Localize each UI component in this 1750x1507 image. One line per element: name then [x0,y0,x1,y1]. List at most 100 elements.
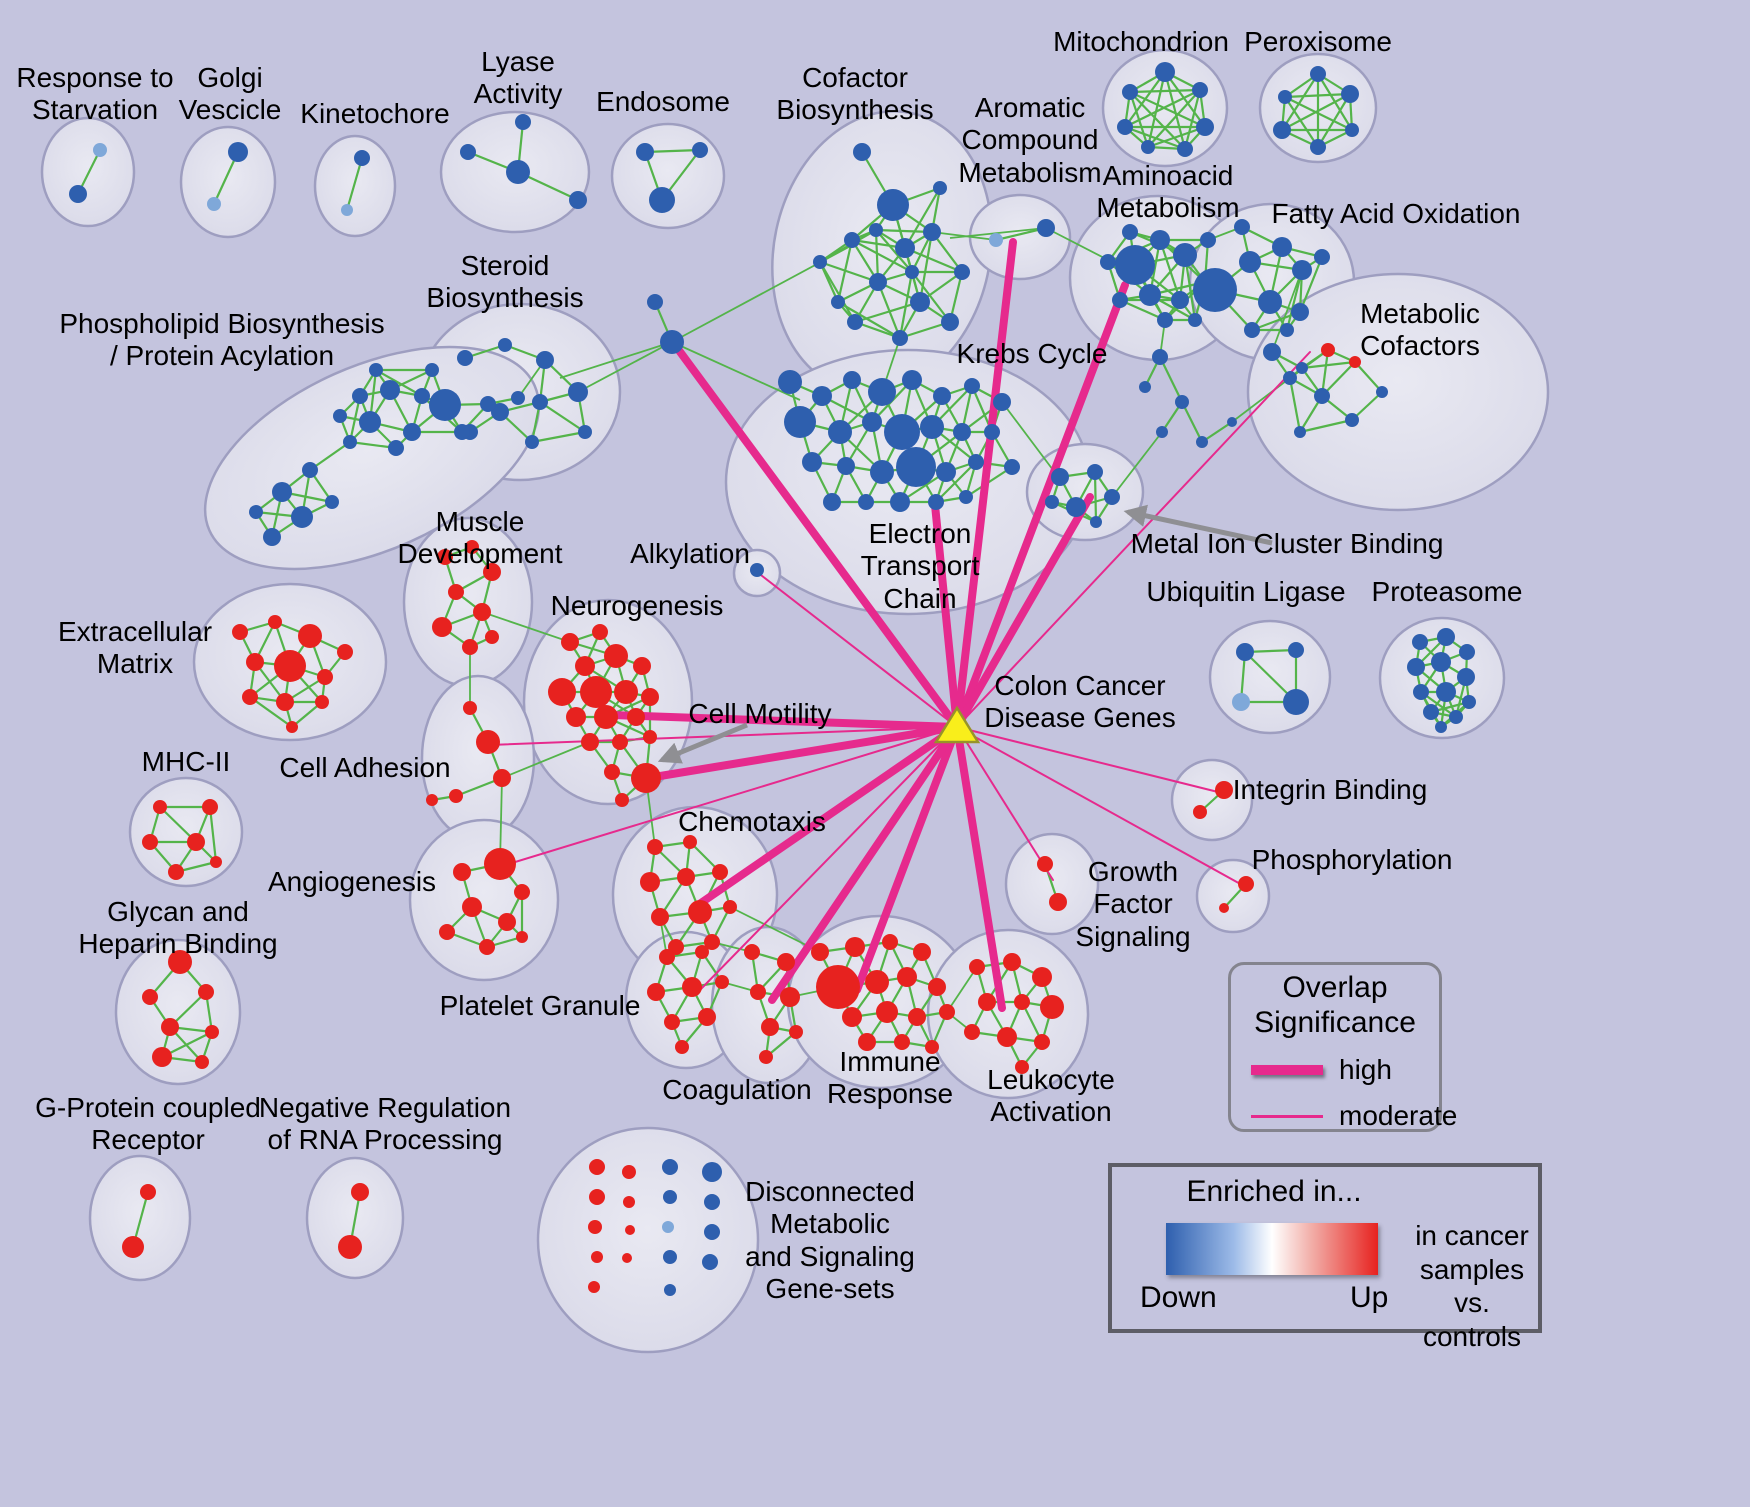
label-immune-response: Immune Response [826,1046,954,1110]
node-angiogenesis [498,913,516,931]
node-leukocyte-activation [1014,994,1030,1010]
label-neurogenesis: Neurogenesis [550,590,724,621]
label-platelet-granule: Platelet Granule [439,990,641,1021]
node-immune-response [876,1001,898,1023]
overlap-edge-high [768,723,961,1004]
node-coagulation [744,944,760,960]
node-extracellular-matrix [337,644,353,660]
node-krebs-electron-transport-chain [920,415,944,439]
node-phospholipid-protein-acylation [429,389,461,421]
node-immune-response [928,978,946,996]
node-angiogenesis [484,848,516,880]
label-integrin-binding: Integrin Binding [1232,774,1428,805]
node-chemotaxis [651,908,669,926]
edge-mitochondrion [1129,88,1201,94]
edge-krebs-electron-transport-chain [935,461,977,503]
legend-overlap-title: Overlap Significance [1254,971,1416,1039]
node-phospholipid-protein-acylation [352,388,368,404]
node-disconnected-gene-sets [591,1251,603,1263]
node-angiogenesis [479,939,495,955]
edge-peroxisome [1317,93,1351,148]
node-steroid-biosynthesis [536,351,554,369]
node-fatty-acid-oxidation [1280,323,1294,337]
node-krebs-electron-transport-chain [968,454,984,470]
legend-row-high: high [1251,1054,1439,1086]
node-aminoacid-metabolism [1150,230,1170,250]
node-bridge-nodes [647,294,663,310]
inter-cluster-edge [577,341,673,393]
node-muscle-development [473,603,491,621]
edge-steroid-biosynthesis [531,430,586,444]
edge-extracellular-matrix [249,696,293,728]
overlap-edge-high [953,238,1017,731]
node-mhc-ii [210,856,222,868]
label-peroxisome: Peroxisome [1244,26,1392,57]
node-immune-response [842,1007,862,1027]
node-muscle-development [483,563,501,581]
node-neurogenesis [615,793,629,807]
node-coagulation [761,1018,779,1036]
label-cell-adhesion: Cell Adhesion [279,752,451,783]
node-steroid-biosynthesis [491,403,509,421]
node-cofactor-biosynthesis [892,330,908,346]
node-ubiquitin-ligase [1283,689,1309,715]
node-phospholipid-protein-acylation [369,363,383,377]
node-proteasome [1431,652,1451,672]
inter-cluster-edge [1271,269,1303,353]
node-platelet-granule [682,977,702,997]
node-coagulation [780,987,800,1007]
node-steroid-biosynthesis [457,350,473,366]
colon-cancer-hub-triangle [933,705,981,744]
edge-aminoacid-tail [1181,401,1203,443]
node-cell-adhesion [493,769,511,787]
node-phospholipid-protein-acylation [325,495,339,509]
node-disconnected-gene-sets [623,1196,635,1208]
node-peroxisome [1273,121,1291,139]
overlap-edge-high [953,723,1006,1012]
node-extracellular-matrix [268,615,282,629]
node-disconnected-gene-sets [588,1220,602,1234]
label-proteasome: Proteasome [1371,576,1523,607]
edge-cofactor-biosynthesis [904,246,963,274]
node-glycan-heparin-binding [152,1047,172,1067]
node-metabolic-cofactors [1263,343,1281,361]
node-immune-response [908,1008,926,1026]
node-phospholipid-protein-acylation [388,440,404,456]
node-platelet-granule [659,949,675,965]
node-cofactor-biosynthesis [847,314,863,330]
node-phospholipid-protein-acylation [425,363,439,377]
cluster-outline-endosome [610,122,726,230]
node-proteasome [1407,658,1425,676]
label-kinetochore: Kinetochore [300,98,450,129]
inter-cluster-edge [481,611,571,643]
node-phospholipid-protein-acylation [272,482,292,502]
label-phospholipid-protein-acylation: Phospholipid Biosynthesis / Protein Acyl… [59,308,385,372]
node-aromatic-compound-metabolism [1037,219,1055,237]
edge-metabolic-cofactors [1301,360,1356,370]
edge-mitochondrion [1183,89,1202,150]
node-krebs-electron-transport-chain [778,370,802,394]
edge-cofactor-biosynthesis [837,301,901,339]
node-cofactor-biosynthesis [941,313,959,331]
metal-ion-pointer-arrow [1123,504,1273,546]
label-endosome: Endosome [596,86,730,117]
edge-metal-ion-cluster-binding [1093,471,1098,523]
node-lyase-activity [515,114,531,130]
node-extracellular-matrix [315,695,329,709]
node-integrin-binding [1215,781,1233,799]
label-alkylation: Alkylation [630,538,750,569]
edge-fatty-acid-oxidation [1298,256,1324,313]
node-neurogenesis [633,657,651,675]
label-golgi-vescicle: Golgi Vescicle [178,62,282,126]
node-coagulation [777,953,795,971]
edge-metabolic-cofactors [1288,377,1302,433]
node-platelet-granule [698,1008,716,1026]
node-alkylation [750,563,764,577]
node-leukocyte-activation [1003,953,1021,971]
edge-metabolic-cofactors [1299,418,1353,434]
label-response-to-starvation: Response to Starvation [16,62,174,126]
node-aminoacid-metabolism [1122,224,1138,240]
node-g-protein-coupled-receptor [122,1236,144,1258]
node-disconnected-gene-sets [702,1254,718,1270]
